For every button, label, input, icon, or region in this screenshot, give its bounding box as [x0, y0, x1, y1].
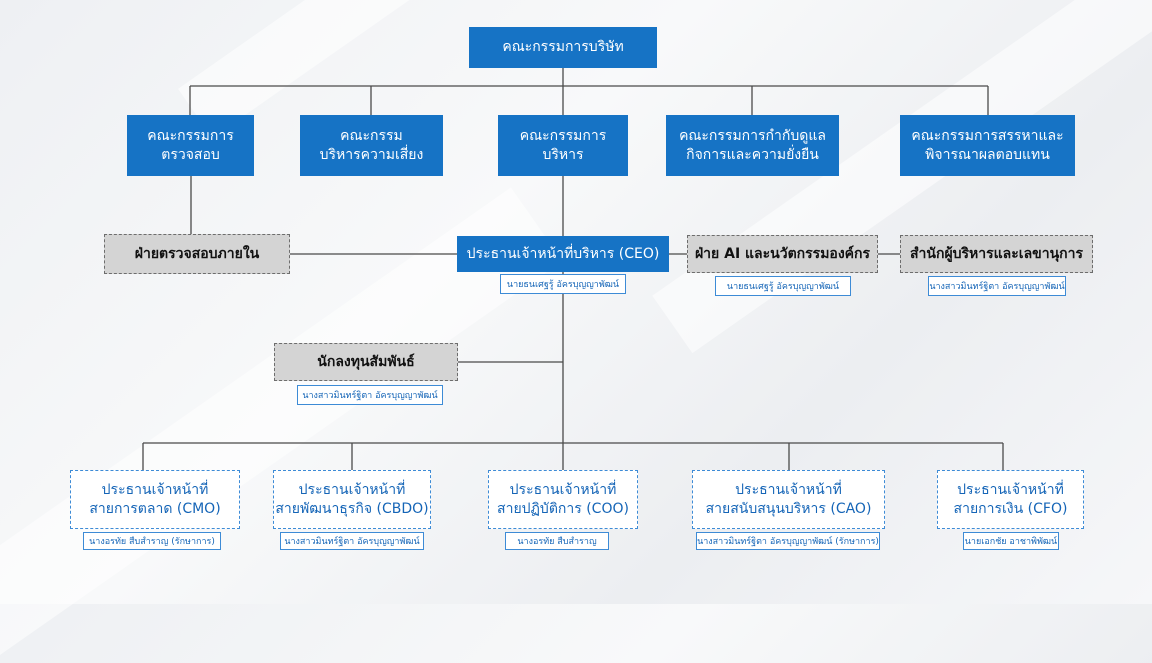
chief-cao-name: นางสาวมินทร์ฐิตา อัครบุญญาพัฒน์ (รักษากา… [696, 532, 880, 550]
ceo-box: ประธานเจ้าหน้าที่บริหาร (CEO) [457, 236, 669, 272]
committee-line2: กิจการและความยั่งยืน [686, 146, 819, 163]
chief-cmo-name: นางอรทัย สืบสำราญ (รักษาการ) [83, 532, 221, 550]
internal-audit-label: ฝ่ายตรวจสอบภายใน [134, 245, 260, 262]
chief-line1: ประธานเจ้าหน้าที่ [101, 481, 209, 498]
chief-cfo-box: ประธานเจ้าหน้าที่สายการเงิน (CFO) [937, 470, 1084, 529]
committee-line1: คณะกรรม [340, 127, 403, 144]
board-box: คณะกรรมการบริษัท [469, 27, 657, 68]
chief-cbdo-box: ประธานเจ้าหน้าที่สายพัฒนาธุรกิจ (CBDO) [273, 470, 431, 529]
chief-cfo-name: นายเอกชัย อาชาพิพัฒน์ [963, 532, 1059, 550]
chief-coo-name: นางอรทัย สืบสำราญ [505, 532, 609, 550]
chief-line2: สายการตลาด (CMO) [89, 500, 221, 517]
committee-executive: คณะกรรมการบริหาร [498, 115, 628, 176]
ai-dept-title: ฝ่าย AI และนวัตกรรมองค์กร [694, 245, 871, 262]
secretary-title: สำนักผู้บริหารและเลขานุการ [909, 245, 1084, 262]
committee-risk: คณะกรรมบริหารความเสี่ยง [300, 115, 443, 176]
chief-cmo-box: ประธานเจ้าหน้าที่สายการตลาด (CMO) [70, 470, 240, 529]
committee-line1: คณะกรรมการสรรหาและ [911, 127, 1064, 144]
chief-line2: สายสนับสนุนบริหาร (CAO) [705, 500, 872, 517]
chief-line1: ประธานเจ้าหน้าที่ [957, 481, 1064, 498]
secretary-box: สำนักผู้บริหารและเลขานุการ [900, 235, 1093, 273]
investor-relations-title: นักลงทุนสัมพันธ์ [317, 353, 415, 370]
chief-line2: สายการเงิน (CFO) [953, 500, 1068, 517]
chief-line1: ประธานเจ้าหน้าที่ [509, 481, 617, 498]
committee-line2: บริหาร [542, 146, 584, 163]
board-label: คณะกรรมการบริษัท [502, 39, 624, 56]
committee-line2: ตรวจสอบ [161, 146, 220, 163]
ai-dept-name: นายธนเศฐรู้ อัครบุญญาพัฒน์ [715, 276, 851, 296]
chief-line2: สายพัฒนาธุรกิจ (CBDO) [275, 500, 429, 517]
committee-line2: บริหารความเสี่ยง [319, 146, 424, 163]
ceo-title: ประธานเจ้าหน้าที่บริหาร (CEO) [466, 245, 660, 262]
committee-audit: คณะกรรมการตรวจสอบ [127, 115, 254, 176]
chief-line2: สายปฏิบัติการ (COO) [497, 500, 629, 517]
chief-line1: ประธานเจ้าหน้าที่ [298, 481, 406, 498]
committee-line1: คณะกรรมการ [147, 127, 234, 144]
chief-line1: ประธานเจ้าหน้าที่ [735, 481, 842, 498]
ai-dept-box: ฝ่าย AI และนวัตกรรมองค์กร [687, 235, 878, 273]
chief-coo-box: ประธานเจ้าหน้าที่สายปฏิบัติการ (COO) [488, 470, 638, 529]
ceo-name: นายธนเศฐรู้ อัครบุญญาพัฒน์ [500, 274, 626, 294]
internal-audit-box: ฝ่ายตรวจสอบภายใน [104, 234, 290, 274]
investor-relations-name: นางสาวมินทร์ฐิตา อัครบุญญาพัฒน์ [297, 385, 443, 405]
connector-lines [142, 68, 1004, 470]
investor-relations-box: นักลงทุนสัมพันธ์ [274, 343, 458, 381]
chief-cbdo-name: นางสาวมินทร์ฐิตา อัครบุญญาพัฒน์ [280, 532, 424, 550]
committee-line1: คณะกรรมการ [519, 127, 607, 144]
secretary-name: นางสาวมินทร์ฐิตา อัครบุญญาพัฒน์ [928, 276, 1066, 296]
committee-line2: พิจารณาผลตอบแทน [925, 146, 1050, 163]
committee-governance: คณะกรรมการกำกับดูแลกิจการและความยั่งยืน [666, 115, 839, 176]
chief-cao-box: ประธานเจ้าหน้าที่สายสนับสนุนบริหาร (CAO) [692, 470, 885, 529]
committee-line1: คณะกรรมการกำกับดูแล [679, 127, 826, 144]
committee-nomination: คณะกรรมการสรรหาและพิจารณาผลตอบแทน [900, 115, 1075, 176]
